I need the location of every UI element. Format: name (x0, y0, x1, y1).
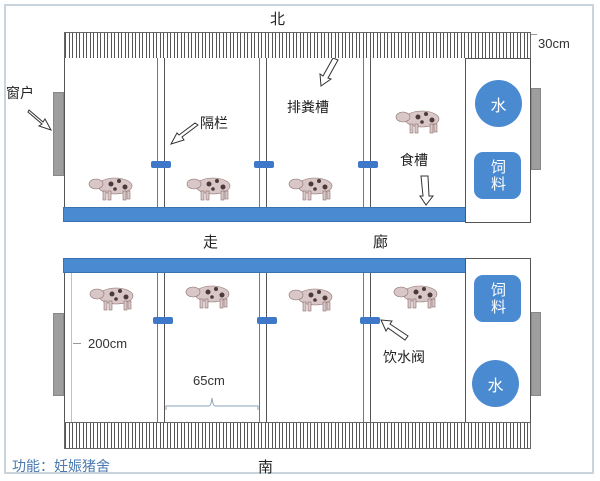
fence-divider (363, 58, 371, 208)
window-label: 窗户 (6, 86, 34, 102)
water-valve (360, 317, 380, 324)
feed-bin: 饲料 (474, 152, 521, 199)
window-left-upper (53, 92, 64, 176)
dimension-tick (73, 343, 81, 344)
pen-width-bracket (165, 397, 259, 410)
window-left-lower (53, 313, 64, 396)
pig-icon (395, 110, 440, 134)
feed-label: 饲料 (489, 281, 507, 316)
water-valve (358, 161, 378, 168)
pig-icon (185, 285, 230, 309)
pen-length-dimension: 200cm (88, 336, 128, 351)
upper-pen-row (64, 58, 466, 222)
water-label: 水 (490, 95, 507, 115)
north-label: 北 (270, 10, 286, 28)
feed-bin: 饲料 (474, 275, 521, 322)
north-wall (64, 32, 531, 59)
south-wall (64, 422, 531, 449)
feed-label: 饲料 (489, 158, 507, 193)
fence-label: 隔栏 (200, 116, 228, 132)
pen-length-dimension-line (71, 273, 72, 423)
pig-icon (288, 177, 333, 201)
window-right-lower (531, 312, 541, 396)
water-tank: 水 (475, 80, 522, 127)
pig-icon (89, 287, 134, 311)
diagram-frame (4, 4, 594, 474)
water-valve (257, 317, 277, 324)
water-valve (254, 161, 274, 168)
wall-dimension-tick (531, 34, 537, 35)
wall-thickness-dimension: 30cm (538, 36, 570, 51)
lower-feed-trough (63, 258, 466, 273)
fence-divider (259, 273, 267, 423)
function-caption: 功能：妊娠猪舍 (12, 459, 110, 475)
corridor-label-right: 廊 (373, 233, 389, 251)
feed-trough-label: 食槽 (400, 153, 428, 169)
manure-channel-label: 排粪槽 (287, 100, 329, 116)
water-label: 水 (487, 375, 504, 395)
arrow-icon (380, 319, 409, 341)
pig-icon (186, 177, 231, 201)
water-valve (151, 161, 171, 168)
arrow-icon (27, 109, 53, 131)
pig-icon (88, 177, 133, 201)
upper-feed-trough (63, 207, 466, 222)
arrow-icon (419, 175, 435, 206)
fence-divider (157, 58, 165, 208)
water-tank: 水 (472, 360, 519, 407)
water-valve-label: 饮水阀 (383, 350, 425, 366)
arrow-icon (169, 122, 199, 145)
pig-icon (393, 285, 438, 309)
corridor-label-left: 走 (203, 233, 219, 251)
pig-icon (288, 288, 333, 312)
arrow-icon (319, 58, 339, 87)
water-valve (153, 317, 173, 324)
south-label: 南 (258, 458, 274, 476)
pen-width-dimension: 65cm (193, 373, 225, 388)
fence-divider (157, 273, 165, 423)
window-right-upper (531, 88, 541, 170)
fence-divider (363, 273, 371, 423)
fence-divider (259, 58, 267, 208)
